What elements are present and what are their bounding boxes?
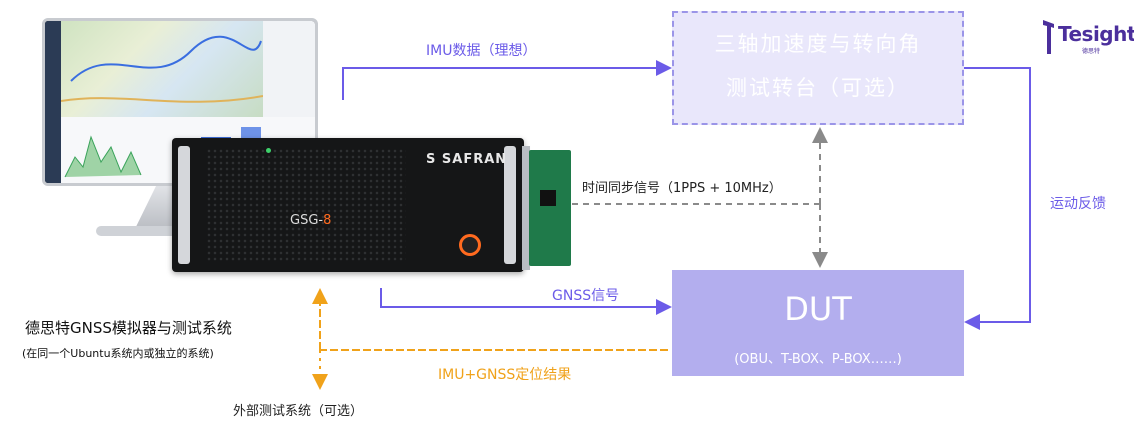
power-led-icon <box>266 148 271 153</box>
screen-panel <box>263 21 315 117</box>
map-route-icon <box>60 35 264 103</box>
gnss-signal-arrow <box>380 288 672 315</box>
dut-subtitle: (OBU、T-BOX、P-BOX……) <box>734 352 902 367</box>
pcie-bracket <box>522 146 530 270</box>
turntable-box <box>672 11 964 125</box>
turntable-title-line2: 测试转台（可选） <box>726 76 910 100</box>
screen-sidebar <box>45 21 61 183</box>
motion-feedback-label: 运动反馈 <box>1050 196 1106 212</box>
logo-subtext: 德思特 <box>1082 48 1101 55</box>
imu-data-label: IMU数据（理想） <box>426 43 537 59</box>
tesight-logo-icon <box>1043 20 1054 54</box>
dut-box <box>672 270 964 376</box>
system-subtitle: (在同一个Ubuntu系统内或独立的系统) <box>22 347 214 360</box>
timing-card <box>529 150 571 266</box>
motion-feedback-arrow <box>964 67 1031 330</box>
imu-data-arrow <box>342 60 672 100</box>
logo-text: Tesight <box>1058 22 1134 46</box>
brand-label: S SAFRAN <box>426 152 508 167</box>
imu-gnss-result-label: IMU+GNSS定位结果 <box>438 367 572 383</box>
dut-title: DUT <box>784 290 852 328</box>
rack-handle-right <box>504 146 516 264</box>
power-button-icon <box>459 234 481 256</box>
gnss-signal-label: GNSS信号 <box>552 288 620 304</box>
external-system-label: 外部测试系统（可选） <box>233 404 364 419</box>
screen-map <box>60 21 264 117</box>
turntable-title-line1: 三轴加速度与转向角 <box>714 32 922 56</box>
rack-grille <box>206 148 406 262</box>
system-title: 德思特GNSS模拟器与测试系统 <box>25 319 232 337</box>
rack-handle-left <box>178 146 190 264</box>
time-sync-label: 时间同步信号（1PPS + 10MHz） <box>582 181 782 196</box>
model-label: GSG-8 <box>290 213 332 228</box>
timing-card-chip-icon <box>540 190 556 206</box>
